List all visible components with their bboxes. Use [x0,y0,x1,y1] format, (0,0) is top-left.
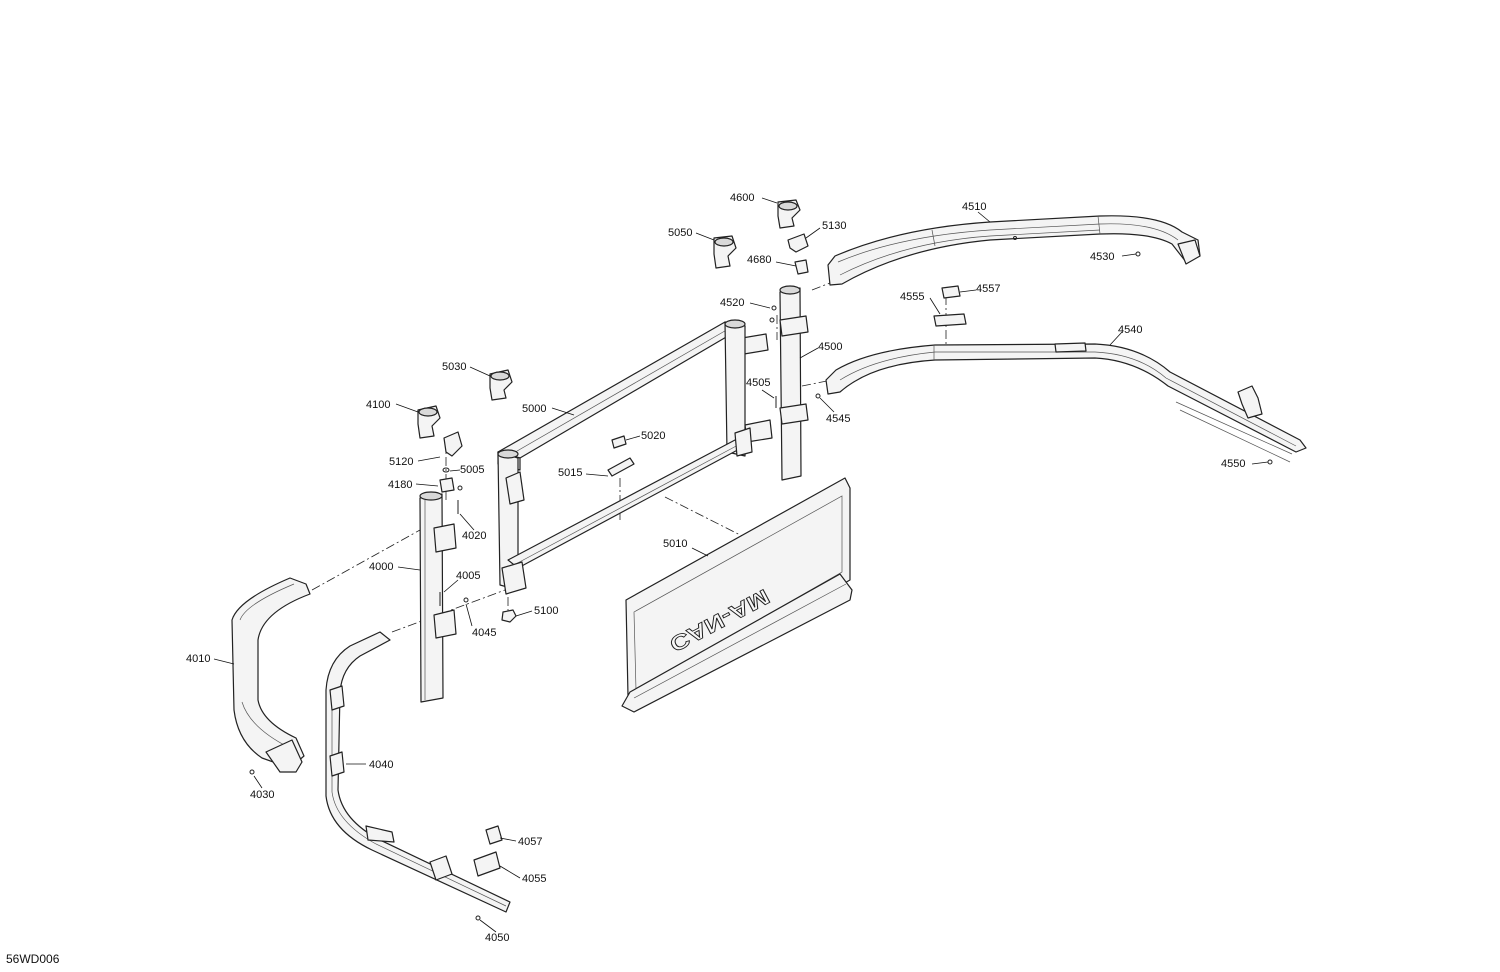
callout-5000: 5000 [522,403,546,415]
callout-4020: 4020 [462,530,486,542]
callout-4050: 4050 [485,932,509,944]
part-4680-insert [794,259,809,275]
part-4010-left-front-bar [231,577,311,773]
part-5010-rear-panel: CAN-AM [621,477,853,713]
callout-5120: 5120 [389,456,413,468]
callout-4057: 4057 [518,836,542,848]
callout-4505: 4505 [746,377,770,389]
part-4057-bushing [485,825,503,845]
hardware-small-parts [249,199,1273,921]
callout-5130: 5130 [822,220,846,232]
part-5100-nut [501,609,517,623]
part-4180-block [439,477,455,493]
callout-4520: 4520 [720,297,744,309]
callout-5015: 5015 [558,467,582,479]
callout-5050: 5050 [668,227,692,239]
callout-4000: 4000 [369,561,393,573]
part-4500-right-post [741,285,809,481]
callout-4680: 4680 [747,254,771,266]
callout-4500: 4500 [818,341,842,353]
part-4557-pad [941,285,961,299]
part-4510-upper-rail [827,215,1201,286]
callout-4045: 4045 [472,627,496,639]
callout-4530: 4530 [1090,251,1114,263]
callout-5020: 5020 [641,430,665,442]
part-4600-cap [777,199,801,229]
callout-4100: 4100 [366,399,390,411]
part-4000-left-post [419,491,457,703]
part-5120-bracket [443,431,463,457]
part-4555-bracket [933,313,967,327]
callout-4040: 4040 [369,759,393,771]
part-5005-washer [442,467,450,473]
callout-5030: 5030 [442,361,466,373]
callout-4545: 4545 [826,413,850,425]
callout-4600: 4600 [730,192,754,204]
callout-4510: 4510 [962,201,986,213]
part-4055-clip [473,851,501,877]
leader-lines [213,197,1269,933]
screws [249,251,1273,921]
part-4540-lower-rail [825,342,1307,463]
part-5130-clip [787,233,809,253]
callout-4555: 4555 [900,291,924,303]
callout-4557: 4557 [976,283,1000,295]
part-4100-cap [417,405,441,439]
callout-4180: 4180 [388,479,412,491]
callout-4010: 4010 [186,653,210,665]
part-5015-latch [607,457,635,477]
callout-5100: 5100 [534,605,558,617]
part-4040-left-lower-rail [325,631,511,913]
diagram-code: 56WD006 [6,952,60,966]
callout-labels: 4600 5130 5050 4680 4510 4530 4520 4555 … [186,192,1245,944]
callout-4540: 4540 [1118,324,1142,336]
callout-4055: 4055 [522,873,546,885]
part-5020-bushing [611,435,627,449]
callout-5005: 5005 [460,464,484,476]
part-5030-cap [489,369,513,401]
callout-5010: 5010 [663,538,687,550]
callout-4030: 4030 [250,789,274,801]
callout-4005: 4005 [456,570,480,582]
callout-4550: 4550 [1221,458,1245,470]
part-5000-gate-frame [497,319,753,595]
part-5050-cap [713,235,737,269]
